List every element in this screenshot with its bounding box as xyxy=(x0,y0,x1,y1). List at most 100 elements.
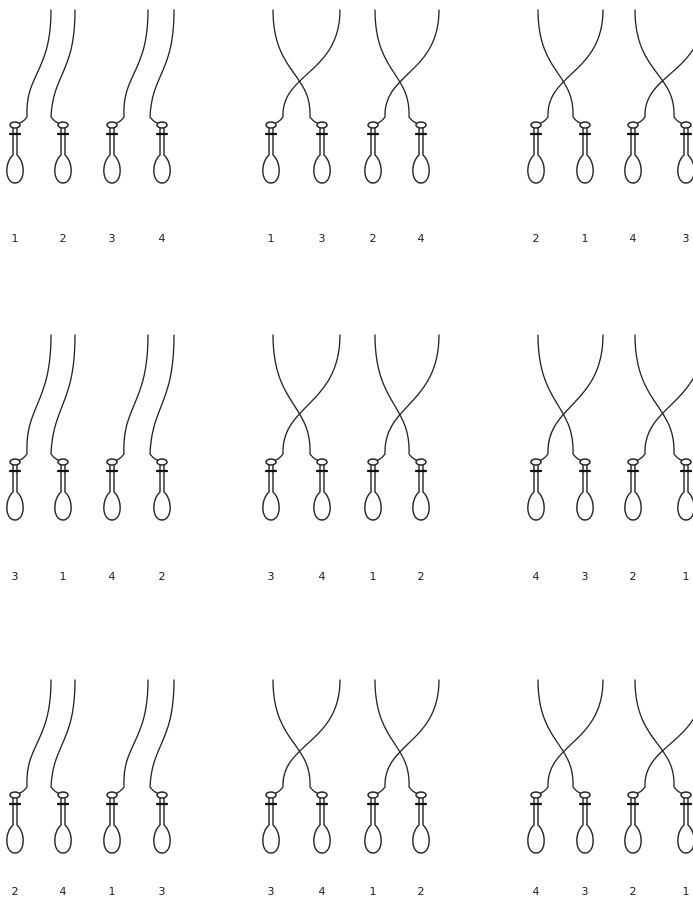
bobbin-number: 1 xyxy=(60,570,67,583)
thread xyxy=(150,680,174,793)
thread xyxy=(373,680,439,793)
bobbin-number: 4 xyxy=(533,570,540,583)
thread xyxy=(271,335,340,460)
bobbin xyxy=(413,122,429,183)
bobbin xyxy=(104,792,120,853)
bobbin xyxy=(625,459,641,520)
bobbin xyxy=(154,792,170,853)
bobbin-number: 3 xyxy=(268,885,275,898)
bobbin xyxy=(154,459,170,520)
thread xyxy=(271,10,340,123)
thread xyxy=(15,680,51,793)
bobbin xyxy=(528,459,544,520)
thread xyxy=(536,10,603,123)
bobbin-number: 3 xyxy=(582,570,589,583)
bobbin-number: 3 xyxy=(319,232,326,245)
thread xyxy=(51,680,75,793)
thread xyxy=(112,680,148,793)
bobbin xyxy=(528,122,544,183)
bobbin-number: 1 xyxy=(109,885,116,898)
braid-panel: 4 3 2 1 xyxy=(528,335,693,583)
bobbin-number: 2 xyxy=(418,885,425,898)
bobbin xyxy=(7,122,23,183)
bobbin-number: 4 xyxy=(319,570,326,583)
bobbin xyxy=(678,459,693,520)
bobbin xyxy=(413,792,429,853)
bobbin-number: 3 xyxy=(268,570,275,583)
bobbin xyxy=(104,122,120,183)
thread xyxy=(51,335,75,460)
thread xyxy=(375,680,421,793)
bobbin xyxy=(314,792,330,853)
thread xyxy=(271,680,340,793)
bobbin-number: 3 xyxy=(159,885,166,898)
thread xyxy=(373,10,439,123)
bobbin-number: 3 xyxy=(582,885,589,898)
thread xyxy=(150,335,174,460)
bobbin-number: 2 xyxy=(60,232,67,245)
thread xyxy=(15,10,51,123)
bobbin xyxy=(678,792,693,853)
braid-panel: 2 1 4 3 xyxy=(528,10,693,245)
bobbin-number: 4 xyxy=(159,232,166,245)
thread xyxy=(375,335,421,460)
bobbin-number: 3 xyxy=(109,232,116,245)
bobbin-number: 2 xyxy=(159,570,166,583)
thread xyxy=(373,335,439,460)
bobbin-number: 2 xyxy=(630,885,637,898)
bobbin xyxy=(528,792,544,853)
bobbin-number: 2 xyxy=(630,570,637,583)
bobbin xyxy=(104,459,120,520)
bobbin-number: 1 xyxy=(370,885,377,898)
thread xyxy=(633,680,693,793)
bobbin xyxy=(154,122,170,183)
bobbin-number: 1 xyxy=(582,232,589,245)
braid-panel: 3 1 4 2 xyxy=(7,335,174,583)
bobbin xyxy=(263,459,279,520)
bobbin-number: 3 xyxy=(683,232,690,245)
bobbin-number: 4 xyxy=(418,232,425,245)
thread xyxy=(112,335,148,460)
bobbin xyxy=(7,459,23,520)
braid-panel: 3 4 1 2 xyxy=(263,335,439,583)
bobbin-number: 2 xyxy=(533,232,540,245)
bobbin xyxy=(577,792,593,853)
bobbin-number: 2 xyxy=(418,570,425,583)
bobbin-number: 4 xyxy=(319,885,326,898)
bobbin-number: 1 xyxy=(683,570,690,583)
bobbin xyxy=(55,792,71,853)
bobbin xyxy=(314,122,330,183)
bobbin-number: 2 xyxy=(370,232,377,245)
braid-panel: 1 2 3 4 xyxy=(7,10,174,245)
thread xyxy=(15,335,51,460)
bobbin xyxy=(365,122,381,183)
thread xyxy=(633,10,693,123)
bobbin-number: 2 xyxy=(12,885,19,898)
bobbin xyxy=(413,459,429,520)
bobbin xyxy=(365,792,381,853)
bobbin-number: 1 xyxy=(683,885,690,898)
thread xyxy=(536,680,603,793)
bobbin xyxy=(678,122,693,183)
bobbin xyxy=(55,122,71,183)
bobbin xyxy=(263,792,279,853)
bobbin xyxy=(263,122,279,183)
bobbin-number: 3 xyxy=(12,570,19,583)
bobbin-number: 4 xyxy=(60,885,67,898)
bobbin-number: 4 xyxy=(533,885,540,898)
thread xyxy=(112,10,148,123)
bobbin-number: 1 xyxy=(370,570,377,583)
thread xyxy=(51,10,75,123)
bobbin xyxy=(625,792,641,853)
thread xyxy=(375,10,421,123)
bobbin-number: 4 xyxy=(109,570,116,583)
thread xyxy=(633,335,693,460)
bobbin xyxy=(577,122,593,183)
bobbin xyxy=(55,459,71,520)
bobbin-number: 1 xyxy=(12,232,19,245)
braid-panel: 4 3 2 1 xyxy=(528,680,693,898)
bobbin-number: 4 xyxy=(630,232,637,245)
thread xyxy=(150,10,174,123)
